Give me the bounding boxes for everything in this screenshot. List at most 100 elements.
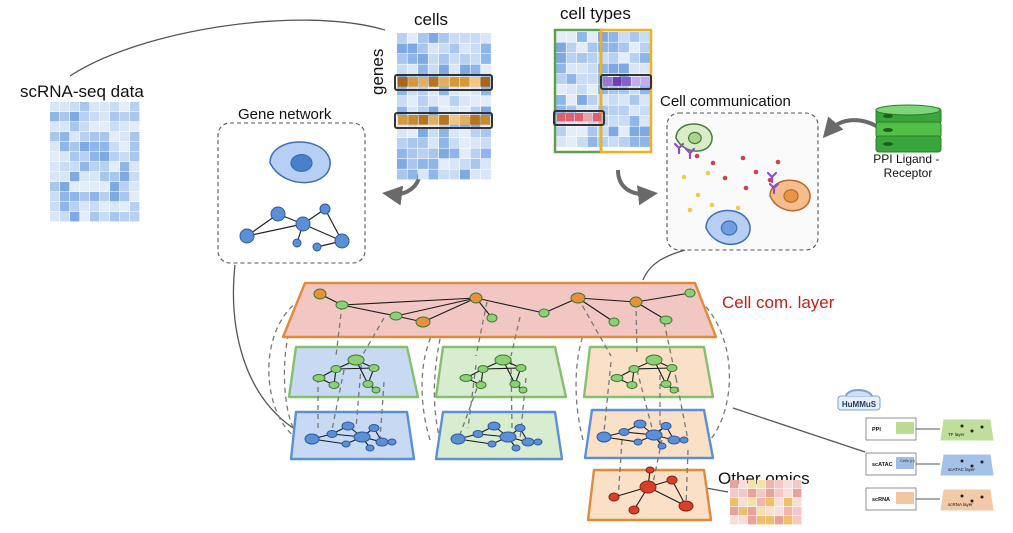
inter-layer-link (510, 316, 521, 357)
heatmap-cell (50, 212, 60, 222)
ppi-db-top (875, 104, 941, 116)
inter-layer-link (651, 439, 663, 489)
heatmap-cell (418, 64, 428, 75)
heatmap-cell (566, 42, 577, 53)
gene-network-node (319, 203, 331, 215)
inter-layer-arc (268, 299, 301, 441)
heatmap-cell (407, 138, 418, 148)
heatmap-cell (775, 498, 784, 507)
heatmap-cell (120, 162, 130, 172)
heatmap-cell (60, 202, 70, 212)
heatmap-cell (593, 113, 602, 122)
heatmap-cell (598, 63, 608, 74)
mid-layer-1-node (330, 365, 342, 373)
receptor-icon (684, 147, 696, 160)
heatmap-cell (629, 42, 640, 53)
cell-nucleus (783, 189, 799, 203)
heatmap-cell (556, 74, 566, 84)
heatmap-cell (608, 32, 619, 42)
inter-layer-arc (699, 299, 731, 441)
hummus-layer-node (980, 460, 984, 464)
cell-com-layer-edge (577, 297, 637, 303)
heatmap-cell (629, 105, 640, 116)
heatmap-cell (739, 507, 748, 516)
ligand-molecule (735, 205, 741, 211)
heatmap-cell (449, 54, 460, 64)
heatmap-cell (481, 96, 491, 106)
bottom-layer-1-node (375, 437, 389, 447)
cell-com-layer-edge (475, 297, 545, 314)
heatmap-cell (470, 138, 481, 148)
heatmap-cell (587, 95, 598, 105)
heatmap-cell (470, 54, 481, 64)
heatmap-cell (100, 102, 110, 112)
bottom-layer-3-node (645, 429, 663, 441)
hummus-layer-plane (940, 489, 994, 511)
heatmap-cell (481, 43, 491, 54)
bottom-layer-3-node (633, 438, 643, 446)
heatmap-cell (70, 102, 80, 112)
heatmap-cell (449, 96, 460, 106)
heatmap-cell (775, 489, 784, 498)
heatmap-cell (577, 53, 587, 63)
heatmap-cell (90, 192, 100, 202)
heatmap-cell (397, 33, 407, 43)
heatmap-cell (397, 169, 407, 180)
heatmap-cell (757, 480, 766, 489)
highlighted-gene-row-1 (398, 77, 491, 87)
heatmap-cell (100, 172, 110, 182)
heatmap-cell (60, 102, 70, 112)
hummus-source-label: scATAC (872, 462, 893, 468)
heatmap-cell (481, 169, 491, 180)
heatmap-cell (428, 77, 439, 87)
cell-type-box-yellow (599, 28, 653, 154)
cell-com-layer-label: Cell com. layer (722, 293, 835, 312)
cell-com-layer-node (629, 296, 643, 308)
heatmap-cell (460, 64, 470, 75)
ligand-molecule (705, 170, 711, 176)
hummus-source-label: PPI (872, 427, 881, 433)
inter-layer-link (379, 381, 385, 441)
heatmap-cell (80, 192, 90, 202)
heatmap-cell (60, 192, 70, 202)
heatmap-cell (398, 77, 408, 87)
highlight-box-red (553, 110, 605, 126)
hummus-source-data (896, 492, 914, 504)
mid-layer-2-node (459, 374, 473, 382)
heatmap-cell (577, 126, 587, 137)
heatmap-cell (70, 212, 80, 222)
ligand-molecule (740, 155, 746, 161)
heatmap-cell (766, 480, 775, 489)
heatmap-cell (587, 116, 598, 126)
heatmap-cell (70, 162, 80, 172)
heatmap-cell (110, 162, 120, 172)
heatmap-cell (60, 172, 70, 182)
hummus-layer-plane (940, 419, 994, 441)
heatmap-cell (629, 32, 640, 42)
heatmap-cell (428, 96, 439, 106)
heatmap-cell (50, 182, 60, 192)
cell-types-label: cell types (560, 4, 631, 23)
heatmap-cell (100, 122, 110, 132)
heatmap-cell (120, 132, 130, 142)
heatmap-cell (566, 95, 577, 105)
heatmap-cell (130, 122, 140, 132)
inter-layer-link (577, 297, 612, 357)
heatmap-cell (730, 480, 739, 489)
mid-layer-1-node (347, 354, 365, 366)
heatmap-cell (130, 142, 140, 152)
heatmap-cell (449, 33, 460, 43)
blue-cell (705, 209, 751, 245)
heatmap-cell (619, 53, 629, 63)
ppi-db-indicator (883, 142, 893, 146)
heatmap-cell (60, 182, 70, 192)
heatmap-cell (418, 77, 429, 87)
heatmap-cell (739, 498, 748, 507)
heatmap-cell (130, 112, 140, 122)
cell-com-layer-node (313, 288, 327, 300)
inter-layer-link (636, 369, 654, 433)
orange-cell (769, 179, 811, 212)
heatmap-cell (460, 33, 470, 43)
